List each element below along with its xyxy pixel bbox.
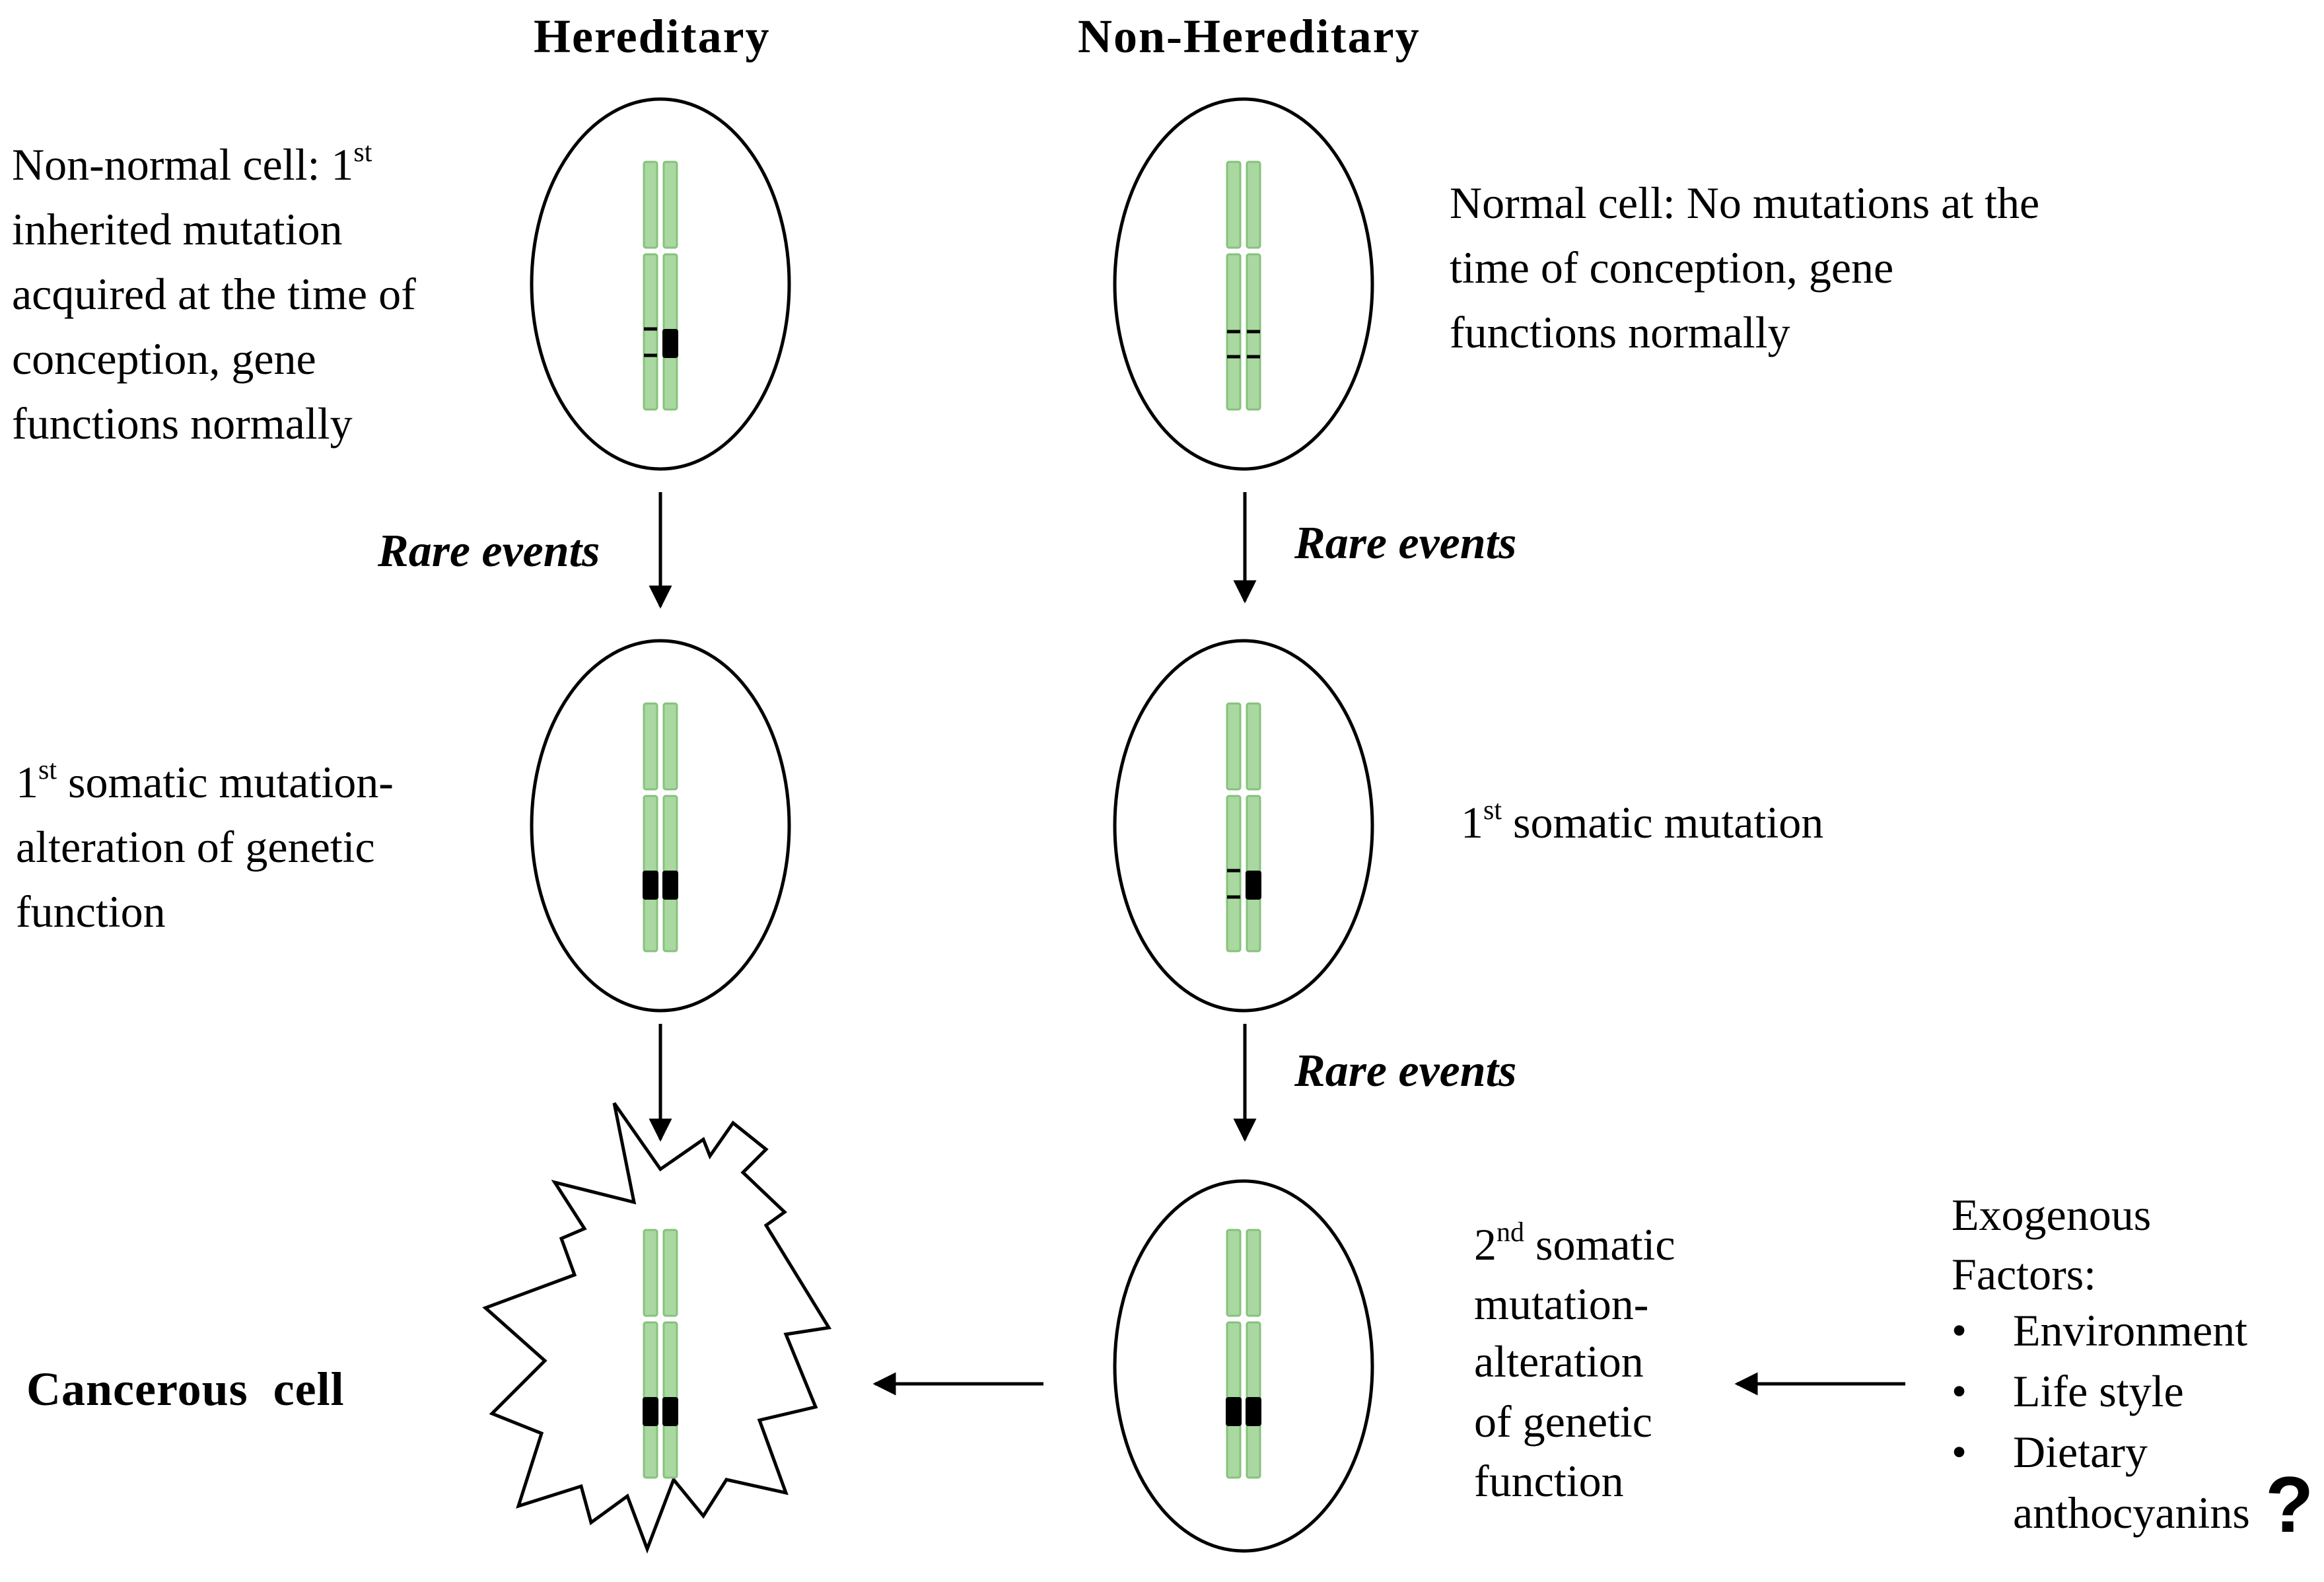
header-hereditary: Hereditary [534,10,771,63]
chromatid-arm-short [662,1229,678,1317]
rare-events-label-left: Rare events [378,526,600,577]
chromatid-arm-short [643,1229,658,1317]
chromatid-arm-short [1226,702,1242,791]
exogenous-item: Dietary [2013,1427,2148,1477]
desc-line: time of conception, gene [1450,242,1894,293]
chromatid-arm-short [643,702,658,791]
desc-line: functions normally [1450,307,1790,357]
desc-line: mutation- [1474,1279,1649,1329]
desc-line: conception, gene [12,334,316,384]
cell-hereditary-2 [530,639,791,1013]
mutation-block [1226,1397,1242,1426]
chromatid-arm-short [1246,1229,1261,1317]
chromatid-arm-short [1246,161,1261,249]
rare-events-label-right-1: Rare events [1294,518,1517,569]
desc-line: Non-normal cell: 1st [12,137,372,190]
cancerous-cell-label: Cancerous cell [26,1363,345,1416]
chromatid-arm-short [662,702,678,791]
desc-line: inherited mutation [12,204,343,254]
desc-line: alteration of genetic [16,822,375,872]
chromatid-arm-long [1226,795,1242,953]
chromosome-pair-nonhereditary-3 [1226,1229,1261,1479]
chromatid-arm-short [643,161,658,249]
desc-line: 1st somatic mutation- [16,755,394,807]
chromatid-arm-short [662,161,678,249]
exogenous-item: Life style [2013,1366,2184,1416]
mutation-block [662,1397,678,1426]
chromatid-arm-short [1226,1229,1242,1317]
chromosome-pair-hereditary-2 [643,702,678,953]
desc-line: 2nd somatic [1474,1217,1675,1270]
cell-hereditary-1 [530,97,791,471]
bullet-icon: • [1952,1307,1967,1355]
exogenous-title: Factors: [1952,1249,2097,1299]
bullet-icon: • [1952,1367,1967,1416]
chromatid-arm-short [1226,161,1242,249]
desc-line: functions normally [12,398,353,449]
chromatid-arm-long [643,253,658,411]
header-non-hereditary: Non-Hereditary [1078,10,1421,63]
mutation-block [662,871,678,900]
desc-line: function [16,886,166,937]
cell-nonhereditary-2 [1113,639,1374,1013]
bullet-icon: • [1952,1428,1967,1476]
chromosome-pair-cancerous [643,1229,678,1479]
chromatid-arm-short [1246,702,1261,791]
mutation-block [643,871,658,900]
desc-line: Normal cell: No mutations at the [1450,178,2040,228]
exogenous-item: anthocyanins [2013,1488,2250,1538]
desc-line: of genetic [1474,1396,1652,1447]
mutation-block [1246,871,1261,900]
mutation-block [662,329,678,358]
cell-nonhereditary-1 [1113,97,1374,471]
chromosome-pair-hereditary-1 [643,161,678,411]
desc-line: acquired at the time of [12,269,416,319]
mutation-block [643,1397,658,1426]
rare-events-label-right-2: Rare events [1294,1046,1517,1097]
mutation-block [1246,1397,1261,1426]
chromosome-pair-nonhereditary-2 [1226,702,1261,953]
cell-nonhereditary-3 [1113,1179,1374,1553]
desc-line: function [1474,1456,1624,1506]
exogenous-item: Environment [2013,1305,2248,1355]
desc-line: 1st somatic mutation [1461,795,1824,847]
desc-line: alteration [1474,1336,1644,1386]
exogenous-title: Exogenous [1952,1190,2152,1240]
question-mark-icon: ? [2265,1460,2314,1549]
chromosome-pair-nonhereditary-1 [1226,161,1261,411]
